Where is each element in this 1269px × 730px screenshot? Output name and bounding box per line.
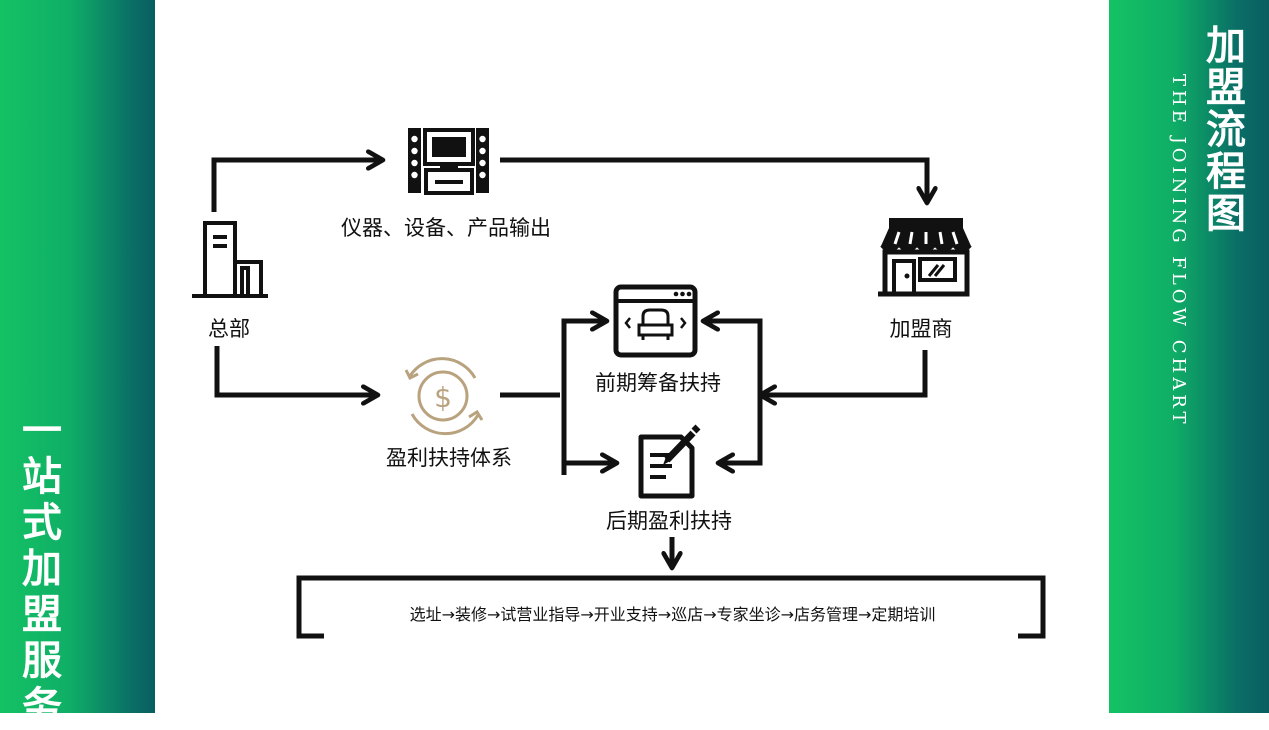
node-label-post-support: 后期盈利扶持 [606,509,732,533]
node-label-pre-support: 前期筹备扶持 [595,371,721,395]
arrow-to-pre-from-right [703,321,763,395]
money-cycle-icon: $ [404,357,484,436]
tv-speakers-icon [408,128,489,195]
browser-sofa-icon [613,284,698,358]
document-pen-icon [638,424,701,499]
right-side-band [1109,0,1269,713]
svg-text:$: $ [434,381,452,414]
node-label-hq: 总部 [208,317,250,341]
node-label-franchisee: 加盟商 [889,317,953,341]
connector-lines [211,157,928,568]
arrow-equipment-to-franchisee [500,157,927,203]
node-label-equipment: 仪器、设备、产品输出 [341,216,551,240]
right-band-subtitle: THE JOINING FLOW CHART [1168,74,1189,428]
process-bracket [296,575,1046,639]
flow-diagram: $ [192,128,1046,639]
process-steps-text: 选址→装修→试营业指导→开业支持→巡店→专家坐诊→店务管理→定期培训 [409,605,936,624]
arrow-franchisee-feedback [760,350,928,395]
arrow-to-post-from-right [718,395,763,463]
storefront-icon [878,218,972,297]
arrow-branch-to-pre [561,321,607,475]
building-icon [192,221,268,298]
arrow-hq-to-profit [214,346,378,395]
arrow-branch-to-post [561,395,617,463]
node-label-profit-system: 盈利扶持体系 [386,446,512,470]
arrow-hq-to-equipment [211,160,383,212]
left-side-band [0,0,155,713]
right-band-title: 加盟流程图 [1206,23,1246,237]
